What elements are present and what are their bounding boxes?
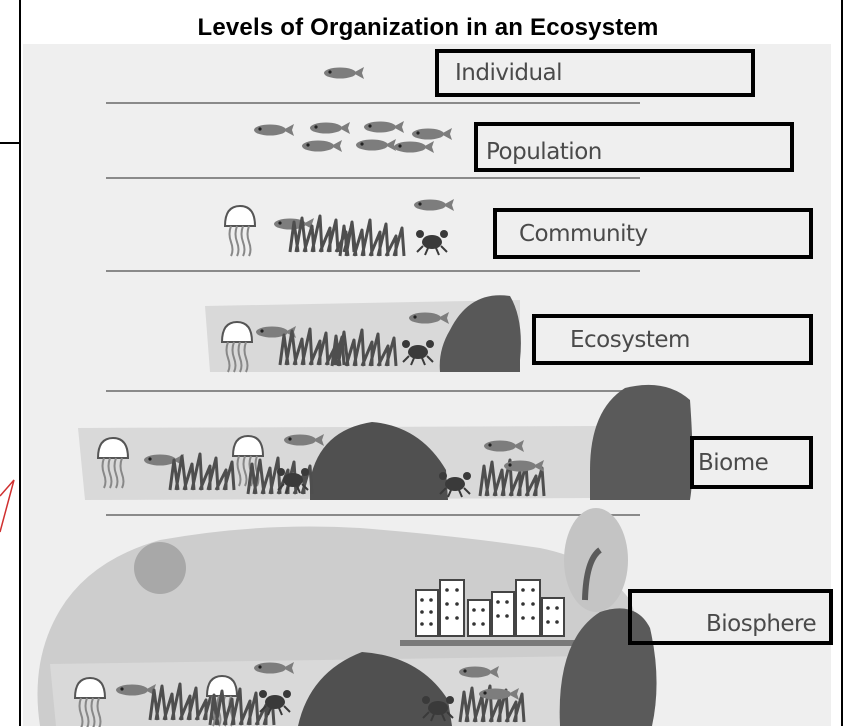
diagram-title: Levels of Organization in an Ecosystem (197, 14, 659, 41)
label-individual: Individual (435, 49, 755, 97)
label-biome: Biome (690, 436, 813, 489)
label-text: Biosphere (706, 611, 817, 637)
label-population: Population (474, 122, 794, 172)
figure-frame (19, 0, 843, 726)
label-text: Community (519, 220, 648, 247)
label-community: Community (493, 208, 813, 259)
biosphere-scene (37, 508, 657, 727)
label-text: Individual (455, 60, 563, 86)
label-text: Population (486, 139, 602, 165)
label-ecosystem: Ecosystem (532, 314, 813, 365)
label-text: Ecosystem (570, 326, 690, 353)
label-biosphere: Biosphere (628, 589, 833, 645)
label-text: Biome (698, 449, 769, 476)
left-edge-tick (0, 142, 19, 144)
ecosystem-scene (205, 295, 521, 373)
red-annotation-mark (0, 479, 15, 533)
biome-scene (78, 384, 693, 500)
